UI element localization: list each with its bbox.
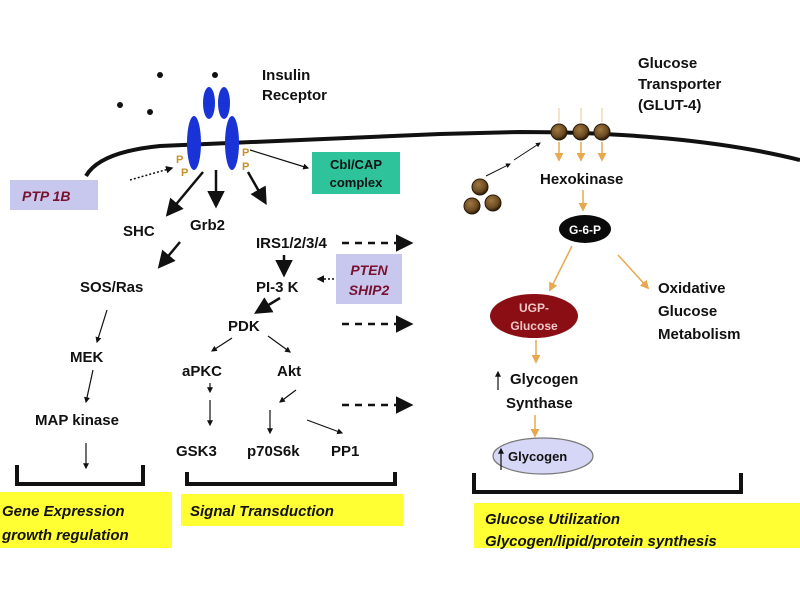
node-apkc: aPKC	[182, 363, 222, 380]
arrow-to-akt	[267, 335, 291, 353]
insulin-receptor-icon	[187, 87, 239, 170]
insulin-receptor-title: Insulin	[262, 67, 310, 84]
cbl-cap-box	[312, 152, 400, 194]
glut4-title: Transporter	[638, 76, 722, 93]
phosphate-label: P	[176, 154, 183, 166]
arrow-to-apkc	[210, 337, 233, 352]
node-shc: SHC	[123, 223, 155, 240]
signal-transduction-highlight	[181, 494, 403, 526]
bracket-signal-transduction	[185, 472, 397, 486]
bracket-glucose-utilization	[472, 473, 743, 494]
insulin-molecules	[117, 72, 218, 115]
cell-membrane	[84, 129, 800, 178]
node-oxidative: Oxidative	[658, 280, 726, 297]
ptp1b-label: PTP 1B	[22, 188, 71, 204]
node-ugp-glucose: UGP-	[519, 301, 549, 315]
node-glycogen-synthase: Glycogen	[510, 371, 578, 388]
node-oxidative: Metabolism	[658, 326, 741, 343]
glycogen-ellipse	[492, 437, 594, 475]
node-pdk: PDK	[228, 318, 260, 335]
node-oxidative: Glucose	[658, 303, 717, 320]
node-hexokinase: Hexokinase	[540, 171, 623, 188]
cbl-cap-label: Cbl/CAP	[330, 157, 382, 172]
node-irs: IRS1/2/3/4	[256, 235, 328, 252]
glucose-utilization-highlight	[474, 503, 800, 548]
glut4-transporters-icon	[550, 123, 611, 141]
bracket-gene-expression	[15, 465, 145, 486]
phosphate-label: P	[181, 167, 188, 179]
node-map-kinase: MAP kinase	[35, 412, 119, 429]
arrow-to-shc	[165, 171, 204, 217]
glut4-vesicles-icon	[463, 178, 502, 215]
node-p70s6k: p70S6k	[247, 443, 300, 460]
node-grb2: Grb2	[190, 217, 225, 234]
category-glucose-utilization: Glucose Utilization	[485, 511, 620, 528]
ship2-label: SHIP2	[349, 282, 390, 298]
glut4-title: (GLUT-4)	[638, 97, 701, 114]
phosphate-label: P	[242, 161, 249, 173]
arrow-to-pp1	[306, 419, 344, 435]
ptp1b-box	[10, 180, 98, 210]
category-glucose-utilization: Glycogen/lipid/protein synthesis	[485, 533, 717, 550]
node-g6p: G-6-P	[569, 223, 601, 237]
arrow-to-pdk	[254, 296, 281, 314]
ugp-glucose-ellipse	[490, 294, 578, 338]
node-akt: Akt	[277, 363, 301, 380]
ptp1b-inhibition-arrow	[129, 166, 174, 181]
node-gsk3: GSK3	[176, 443, 217, 460]
arrow-to-irs	[246, 171, 267, 206]
category-gene-expression: Gene Expression	[2, 503, 125, 520]
gene-expression-highlight	[0, 492, 172, 548]
node-glycogen-synthase: Synthase	[506, 395, 573, 412]
node-sos-ras: SOS/Ras	[80, 279, 143, 296]
pten-label: PTEN	[350, 262, 388, 278]
arrow-to-ugp-glucose	[549, 245, 573, 292]
node-mek: MEK	[70, 349, 104, 366]
g6p-ellipse	[559, 215, 611, 243]
cbl-cap-label: complex	[330, 175, 384, 190]
arrow-to-mek	[95, 309, 108, 344]
arrow-to-oxidative	[617, 254, 650, 290]
arrow-grb2-to-sos	[157, 241, 181, 269]
arrow-to-cbl-cap	[249, 149, 310, 170]
arrow-akt-down	[279, 389, 297, 403]
phosphate-label: P	[242, 147, 249, 159]
insulin-receptor-title: Receptor	[262, 87, 327, 104]
arrow-to-map-kinase	[84, 369, 94, 404]
category-gene-expression: growth regulation	[1, 527, 129, 544]
node-glycogen: Glycogen	[508, 449, 567, 464]
pten-ship2-box	[336, 254, 402, 304]
node-pi3k: PI-3 K	[256, 279, 299, 296]
node-pp1: PP1	[331, 443, 359, 460]
category-signal-transduction: Signal Transduction	[190, 503, 334, 520]
node-ugp-glucose: Glucose	[510, 319, 558, 333]
translocation-arrow	[513, 142, 541, 161]
glut4-title: Glucose	[638, 55, 697, 72]
translocation-arrow	[485, 163, 511, 177]
